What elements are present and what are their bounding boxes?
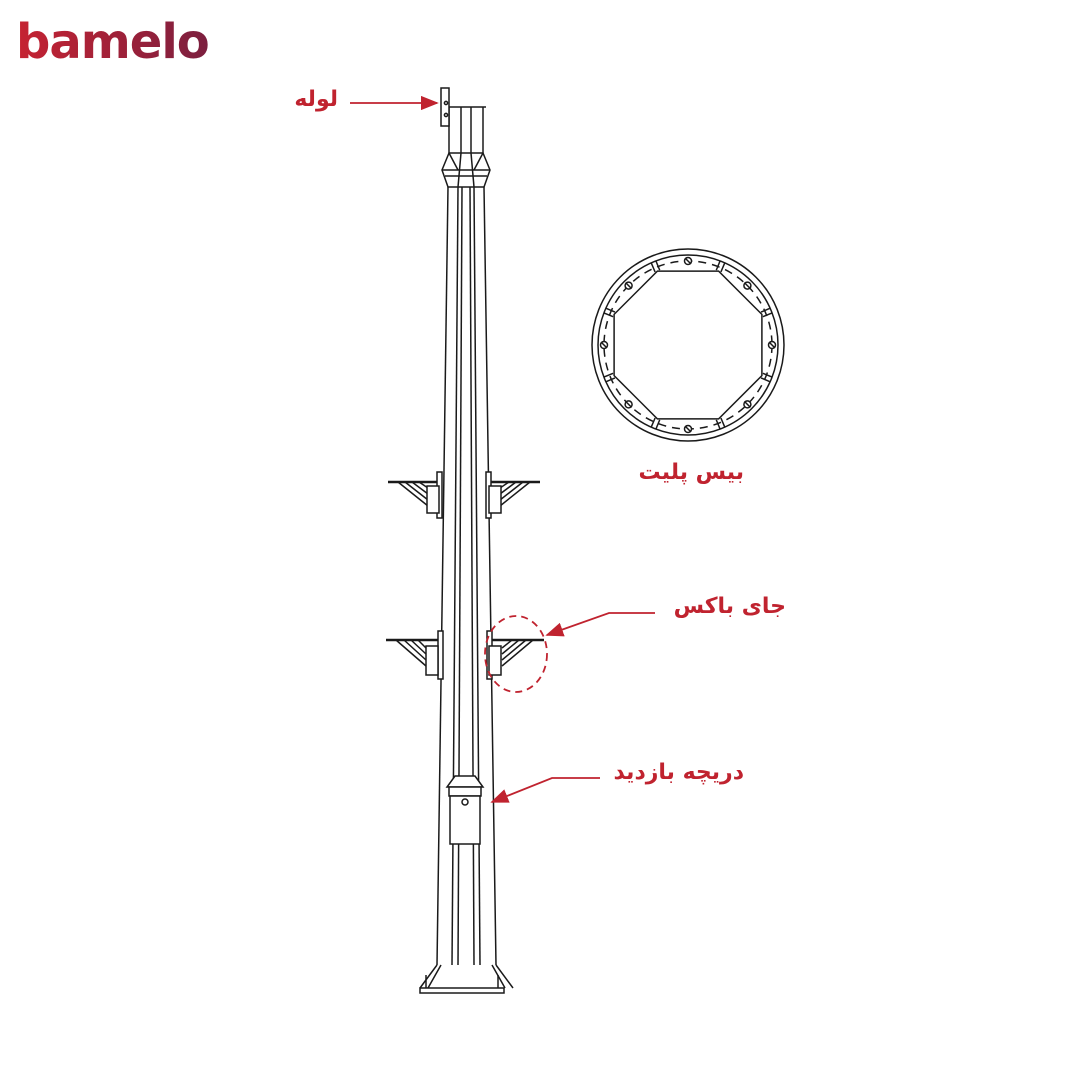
base-plate — [591, 248, 785, 442]
pole-base — [419, 964, 514, 994]
pole-shaft — [436, 186, 497, 966]
bolt-hole-mark — [684, 425, 692, 433]
base-plate-label: بیس پلیت — [638, 460, 744, 485]
bolt-hole-mark — [684, 257, 692, 265]
inspection-hatch-label: دریچه بازدید — [613, 760, 744, 785]
plate-segment-line — [603, 372, 614, 378]
plate-segment-line — [650, 262, 656, 273]
bolt-hole-mark — [743, 282, 751, 290]
plate-segment-line — [603, 312, 614, 318]
box-mount-highlight — [484, 615, 548, 693]
pole-top-tube — [440, 87, 486, 153]
pole-collar — [441, 152, 491, 188]
bolt-hole-mark — [625, 282, 633, 290]
plate-segment-line — [760, 377, 771, 383]
plate-segment-line — [605, 307, 616, 313]
bracket-lower — [386, 630, 544, 680]
pole — [419, 87, 514, 994]
plate-segment-line — [715, 419, 721, 430]
bolt-hole-mark — [743, 400, 751, 408]
bolt-hole-mark — [600, 341, 608, 349]
plate-segment-line — [720, 417, 726, 428]
bamelo-logo: bamelo — [16, 14, 210, 70]
plate-segment-line — [762, 372, 773, 378]
plate-segment-line — [762, 312, 773, 318]
plate-segment-line — [605, 377, 616, 383]
box-mount-label: جای باکس — [673, 594, 786, 619]
bolt-hole-mark — [768, 341, 776, 349]
plate-segment-line — [720, 262, 726, 273]
bracket-upper — [388, 471, 540, 519]
hatch-arrow — [490, 777, 600, 803]
plate-segment-line — [760, 307, 771, 313]
plate-segment-line — [715, 260, 721, 271]
inspection-hatch — [445, 775, 485, 845]
plate-segment-line — [655, 419, 661, 430]
pipe-label: لوله — [294, 87, 338, 112]
bolt-hole-mark — [625, 400, 633, 408]
plate-segment-line — [655, 260, 661, 271]
box-arrow — [545, 612, 655, 637]
plate-segment-line — [650, 417, 656, 428]
callout-arrows — [350, 95, 655, 803]
